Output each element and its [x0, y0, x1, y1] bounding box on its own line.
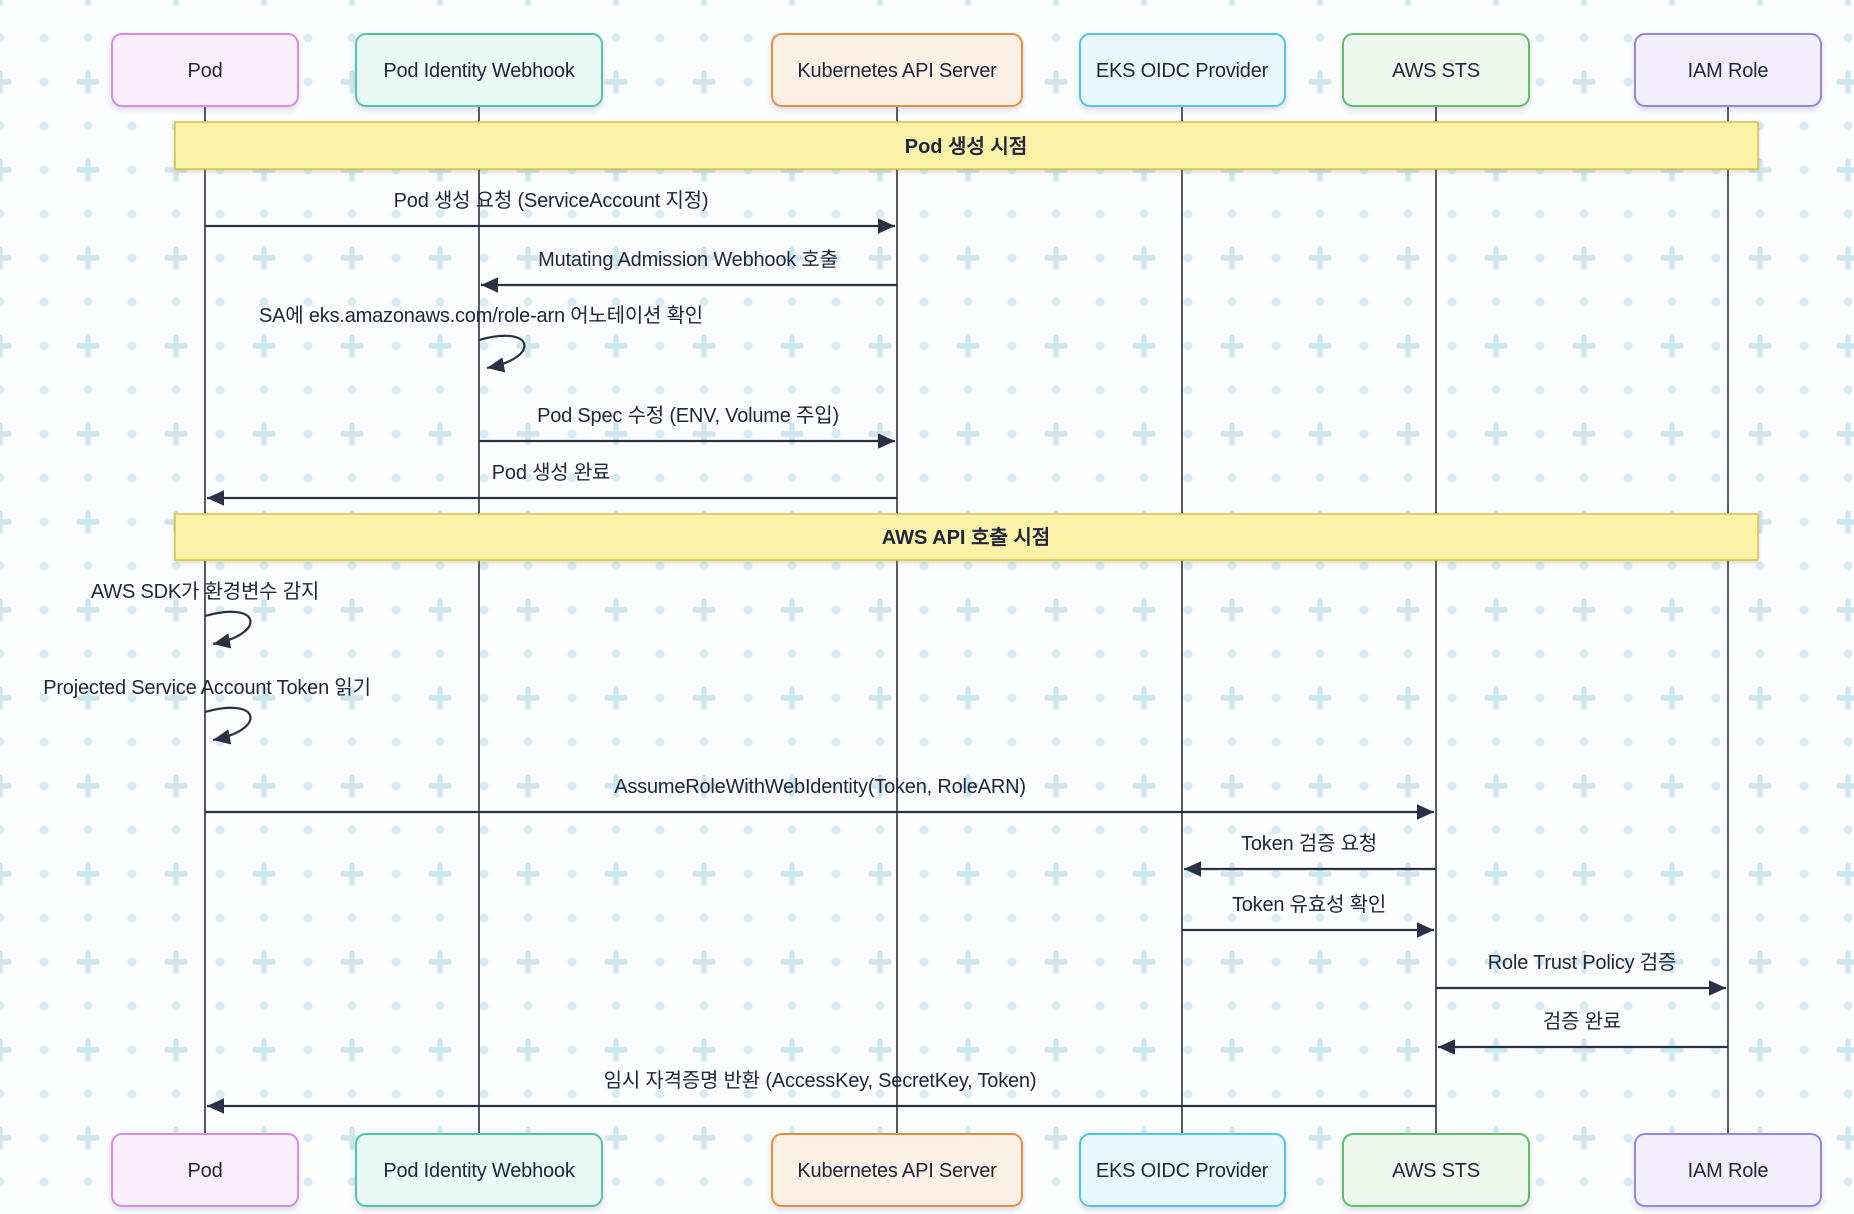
message-pod-create-complete: Pod 생성 완료 — [207, 461, 897, 506]
message-label: AWS SDK가 환경변수 감지 — [91, 580, 319, 603]
participants-top: Pod Pod Identity Webhook Kubernetes API … — [111, 33, 1822, 107]
message-label: Role Trust Policy 검증 — [1488, 951, 1676, 974]
participant-webhook-top: Pod Identity Webhook — [355, 33, 603, 107]
section-label: AWS API 호출 시점 — [882, 526, 1050, 549]
self-loop-arrow — [204, 610, 252, 649]
message-label: Token 검증 요청 — [1241, 832, 1377, 855]
message-pod-spec-mutation: Pod Spec 수정 (ENV, Volume 주입) — [479, 404, 895, 449]
participant-label: Pod Identity Webhook — [383, 1160, 576, 1182]
self-loop-arrow — [478, 334, 526, 373]
lifelines — [204, 106, 1729, 1134]
message-role-trust-policy-verify: Role Trust Policy 검증 — [1436, 951, 1726, 996]
section-band-pod-creation: Pod 생성 시점 — [174, 121, 1759, 170]
participant-box — [1634, 33, 1822, 107]
section-rect — [174, 121, 1759, 170]
message-label: 임시 자격증명 반환 (AccessKey, SecretKey, Token) — [604, 1069, 1037, 1092]
message-label: Mutating Admission Webhook 호출 — [538, 248, 838, 271]
message-label: SA에 eks.amazonaws.com/role-arn 어노테이션 확인 — [259, 304, 703, 327]
participant-label: Pod Identity Webhook — [383, 60, 576, 82]
section-band-aws-api-call: AWS API 호출 시점 — [174, 513, 1759, 561]
participant-label: Pod — [188, 60, 223, 82]
participant-iam-top: IAM Role — [1634, 33, 1822, 107]
participant-box — [1342, 33, 1530, 107]
participant-label: Kubernetes API Server — [797, 60, 997, 82]
message-label: Token 유효성 확인 — [1232, 893, 1386, 916]
participant-label: Pod — [188, 1160, 223, 1182]
message-label: Pod 생성 완료 — [492, 461, 611, 484]
message-label: AssumeRoleWithWebIdentity(Token, RoleARN… — [614, 776, 1026, 798]
section-rect — [174, 513, 1759, 561]
message-token-validity-confirm: Token 유효성 확인 — [1182, 893, 1434, 938]
message-label: Pod Spec 수정 (ENV, Volume 주입) — [537, 404, 839, 427]
message-sa-annotation-check: SA에 eks.amazonaws.com/role-arn 어노테이션 확인 — [259, 304, 703, 373]
message-sdk-env-detect: AWS SDK가 환경변수 감지 — [91, 580, 319, 649]
participant-label: AWS STS — [1392, 60, 1480, 82]
message-projected-token-read: Projected Service Account Token 읽기 — [43, 676, 371, 745]
participant-box — [355, 33, 603, 107]
participant-box — [111, 1133, 299, 1207]
message-mutating-webhook-call: Mutating Admission Webhook 호출 — [481, 248, 897, 293]
participant-label: IAM Role — [1688, 1160, 1769, 1182]
participant-box — [1634, 1133, 1822, 1207]
message-label: Projected Service Account Token 읽기 — [43, 676, 371, 699]
participant-sts-top: AWS STS — [1342, 33, 1530, 107]
participant-label: AWS STS — [1392, 1160, 1480, 1182]
participant-label: EKS OIDC Provider — [1096, 60, 1269, 82]
participant-pod-top: Pod — [111, 33, 299, 107]
participant-pod-bottom: Pod — [111, 1133, 299, 1207]
participant-box — [1342, 1133, 1530, 1207]
participant-apiserver-bottom: Kubernetes API Server — [771, 1133, 1023, 1207]
participant-box — [1079, 1133, 1286, 1207]
participant-box — [355, 1133, 603, 1207]
participant-label: IAM Role — [1688, 60, 1769, 82]
participant-box — [111, 33, 299, 107]
participant-sts-bottom: AWS STS — [1342, 1133, 1530, 1207]
message-pod-create-request: Pod 생성 요청 (ServiceAccount 지정) — [205, 189, 895, 234]
participant-oidc-top: EKS OIDC Provider — [1079, 33, 1286, 107]
section-label: Pod 생성 시점 — [905, 135, 1028, 158]
participant-webhook-bottom: Pod Identity Webhook — [355, 1133, 603, 1207]
participant-iam-bottom: IAM Role — [1634, 1133, 1822, 1207]
participant-oidc-bottom: EKS OIDC Provider — [1079, 1133, 1286, 1207]
self-loop-arrow — [204, 706, 252, 745]
participant-box — [771, 1133, 1023, 1207]
participant-label: EKS OIDC Provider — [1096, 1160, 1269, 1182]
message-token-verify-request: Token 검증 요청 — [1184, 832, 1436, 877]
participant-apiserver-top: Kubernetes API Server — [771, 33, 1023, 107]
message-label: 검증 완료 — [1543, 1010, 1621, 1033]
message-verify-complete: 검증 완료 — [1438, 1010, 1728, 1055]
message-temp-credentials-return: 임시 자격증명 반환 (AccessKey, SecretKey, Token) — [207, 1069, 1436, 1114]
participant-label: Kubernetes API Server — [797, 1160, 997, 1182]
participants-bottom: Pod Pod Identity Webhook Kubernetes API … — [111, 1133, 1822, 1207]
message-label: Pod 생성 요청 (ServiceAccount 지정) — [394, 189, 709, 212]
message-assume-role-request: AssumeRoleWithWebIdentity(Token, RoleARN… — [205, 776, 1434, 820]
participant-box — [1079, 33, 1286, 107]
participant-box — [771, 33, 1023, 107]
